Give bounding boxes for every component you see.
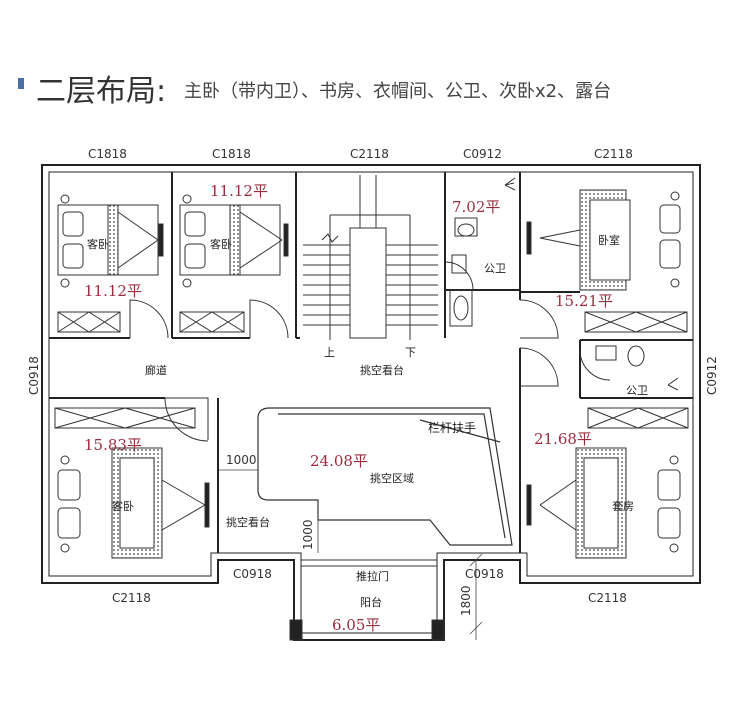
guest-bed-3-furniture [54, 407, 210, 559]
doors [129, 261, 611, 442]
window-code-top-1: C1818 [88, 147, 127, 161]
room-label-void-view-1: 挑空看台 [360, 363, 404, 377]
dim-balcony-depth: 1800 [459, 585, 473, 616]
room-label-public-wc-2: 公卫 [626, 384, 648, 397]
window-code-bottom-4: C2118 [588, 591, 627, 605]
window-code-bottom-1: C2118 [112, 591, 151, 605]
public-wc-2-fixtures [595, 345, 679, 391]
room-label-suite: 套房 [612, 500, 634, 513]
suite-furniture [526, 407, 689, 559]
stair-up-label: 上 [324, 346, 335, 359]
bedroom-furniture [526, 189, 688, 333]
room-label-guest-bed-1: 客卧 [87, 237, 109, 251]
area-guest-bed-1: 11.12平 [84, 282, 142, 300]
window-code-left: C0918 [27, 356, 41, 395]
window-code-right: C0912 [705, 356, 719, 395]
room-label-balcony: 阳台 [360, 595, 382, 609]
page-title: 二层布局: [36, 74, 167, 109]
area-void: 24.08平 [310, 452, 368, 470]
dimension-lines [219, 469, 483, 640]
balcony [289, 559, 445, 641]
room-label-void-view-2: 挑空看台 [226, 515, 270, 529]
room-label-guest-bed-2: 客卧 [210, 237, 232, 251]
area-suite: 21.68平 [534, 430, 592, 448]
area-bedroom: 15.21平 [555, 292, 613, 310]
stair-down-label: 下 [405, 346, 416, 359]
area-guest-bed-2: 11.12平 [210, 182, 268, 200]
void-railing [257, 407, 513, 546]
area-guest-bed-3: 15.83平 [84, 436, 142, 454]
room-label-sliding-door: 推拉门 [356, 569, 389, 583]
window-code-top-3: C2118 [350, 147, 389, 161]
guest-bed-1-furniture [57, 194, 164, 333]
window-code-top-4: C0912 [463, 147, 502, 161]
room-label-public-wc-1: 公卫 [484, 262, 506, 275]
area-balcony: 6.05平 [332, 616, 380, 634]
room-label-bedroom: 卧室 [598, 233, 620, 247]
stairs [303, 175, 438, 340]
window-code-bottom-3: C0918 [465, 567, 504, 581]
room-label-guest-bed-3: 客卧 [112, 499, 134, 513]
interior-walls [49, 172, 693, 553]
guest-bed-2-furniture [179, 194, 289, 333]
dim-void-view-width: 1000 [226, 453, 257, 467]
window-code-top-2: C1818 [212, 147, 251, 161]
dim-void-view-depth: 1000 [301, 519, 315, 550]
room-label-railing: 栏杆扶手 [428, 420, 476, 435]
area-public-wc-1: 7.02平 [452, 198, 500, 216]
room-label-void-area: 挑空区域 [370, 471, 414, 485]
window-code-bottom-2: C0918 [233, 567, 272, 581]
public-wc-1-fixtures [449, 177, 516, 327]
page-subtitle: 主卧（带内卫）、书房、衣帽间、公卫、次卧x2、露台 [184, 81, 612, 102]
window-code-top-5: C2118 [594, 147, 633, 161]
room-label-corridor: 廊道 [145, 363, 167, 377]
header-marker [18, 78, 24, 89]
